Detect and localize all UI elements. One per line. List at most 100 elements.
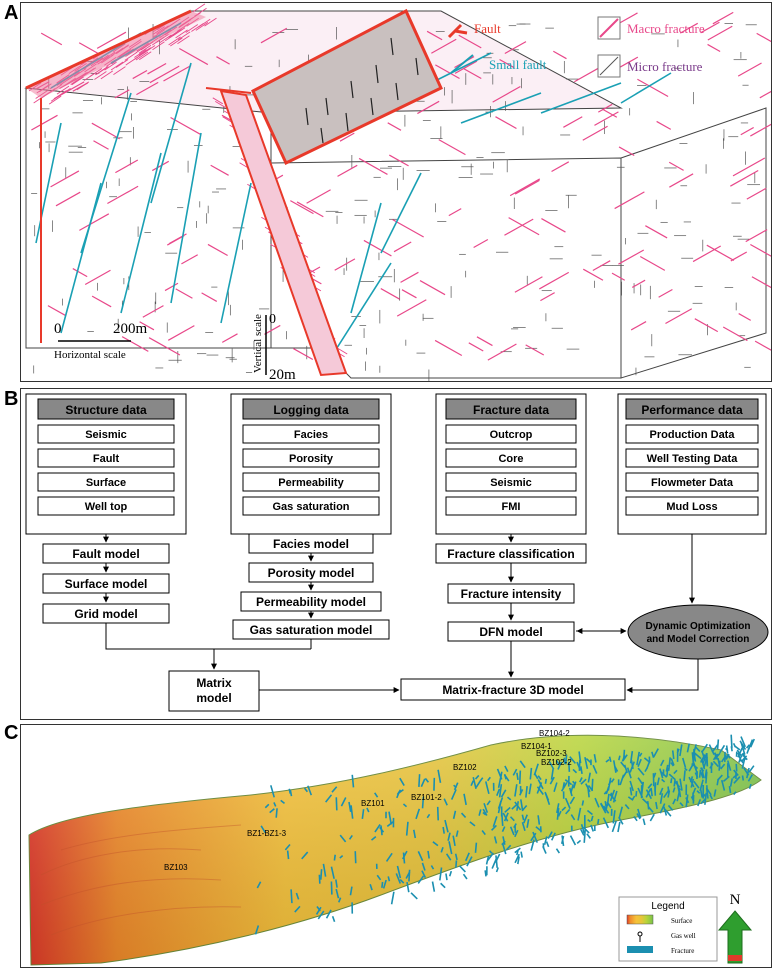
- fracture-glyph: [428, 851, 429, 859]
- fracture-glyph: [582, 800, 583, 805]
- fracture-item-fmi: FMI: [502, 501, 521, 513]
- fracture-glyph: [419, 774, 420, 787]
- fracture-glyph: [334, 855, 335, 861]
- fracture-glyph: [460, 866, 466, 872]
- macro-fracture: [738, 63, 761, 76]
- fracture-glyph: [648, 801, 649, 809]
- macro-fracture: [708, 44, 721, 51]
- dynamic-optimization-ellipse: [628, 605, 768, 659]
- panel-b-frame: Structure data Seismic Fault Surface Wel…: [20, 388, 772, 720]
- fracture-glyph: [619, 756, 620, 761]
- fracture-glyph: [530, 768, 531, 779]
- workflow-flowchart: Structure data Seismic Fault Surface Wel…: [21, 389, 771, 719]
- macro-fracture: [388, 123, 401, 130]
- fracture-glyph: [749, 766, 754, 773]
- panel-a-frame: Fault Small fault Macro fracture Micro f…: [20, 2, 772, 382]
- grid-model: Grid model: [74, 607, 137, 621]
- dfn-model: DFN model: [479, 625, 542, 639]
- macro-fracture: [602, 109, 616, 117]
- well-bz101-2: BZ101-2: [411, 793, 442, 802]
- performance-item-well-testing: Well Testing Data: [647, 453, 739, 465]
- fracture-item-core: Core: [498, 453, 523, 465]
- macro-fracture: [583, 126, 608, 140]
- fracture-glyph: [556, 849, 559, 853]
- fracture-glyph: [496, 855, 497, 867]
- legend-micro-fracture-label: Micro fracture: [627, 59, 703, 74]
- fracture-glyph: [729, 786, 730, 793]
- north-arrow: N: [719, 892, 751, 963]
- structure-item-well-top: Well top: [85, 501, 128, 513]
- structure-item-surface: Surface: [86, 477, 126, 489]
- fracture-glyph: [717, 779, 718, 785]
- well-bz102: BZ102: [453, 763, 477, 772]
- fracture-glyph: [643, 819, 645, 825]
- legend-macro-fracture-label: Macro fracture: [627, 21, 705, 36]
- fracture-item-seismic: Seismic: [490, 477, 532, 489]
- block-right-side-face: [621, 108, 766, 378]
- fracture-glyph: [706, 772, 707, 784]
- fracture-glyph: [441, 883, 445, 887]
- macro-fracture: [708, 26, 732, 40]
- fracture-glyph: [650, 814, 654, 821]
- well-bz104-2: BZ104-2: [539, 729, 570, 738]
- logging-item-permeability: Permeability: [278, 477, 344, 489]
- optimization-line-2: and Model Correction: [647, 634, 750, 645]
- fracture-item-outcrop: Outcrop: [490, 429, 533, 441]
- fracture-glyph: [450, 871, 452, 876]
- macro-fracture: [293, 349, 312, 360]
- logging-data-header: Logging data: [273, 403, 349, 417]
- structure-data-header: Structure data: [65, 403, 147, 417]
- legend-c: Legend Surface Gas well Fracture: [619, 897, 717, 961]
- well-bz102-3: BZ102-3: [536, 749, 567, 758]
- macro-fracture: [657, 121, 671, 129]
- fracture-glyph: [598, 819, 599, 824]
- fracture-glyph: [587, 834, 590, 839]
- legend-c-surface: Surface: [671, 917, 692, 925]
- hscale-zero: 0: [54, 321, 62, 337]
- panel-c-frame: BZ104-2 BZ104-1 BZ102-3 BZ102-2 BZ102 BZ…: [20, 724, 772, 968]
- fracture-glyph: [520, 771, 521, 784]
- fracture-glyph: [517, 773, 518, 780]
- macro-fracture: [619, 147, 634, 156]
- porosity-model: Porosity model: [268, 566, 355, 580]
- macro-fracture: [637, 79, 668, 96]
- panel-a-letter: A: [4, 2, 18, 25]
- logging-item-gas-saturation: Gas saturation: [272, 501, 349, 513]
- fracture-glyph: [618, 822, 620, 832]
- macro-fracture: [439, 140, 466, 155]
- surface-legend-swatch: [627, 915, 653, 924]
- structure-item-fault: Fault: [93, 453, 120, 465]
- legend-c-fracture: Fracture: [671, 947, 694, 955]
- surface-model: Surface model: [65, 577, 148, 591]
- logging-item-porosity: Porosity: [289, 453, 334, 465]
- matrix-model-line-1: Matrix: [196, 676, 232, 690]
- 3d-fracture-model-view: BZ104-2 BZ104-1 BZ102-3 BZ102-2 BZ102 BZ…: [21, 725, 771, 967]
- fault-model: Fault model: [72, 547, 139, 561]
- permeability-model: Permeability model: [256, 595, 366, 609]
- fracture-legend-swatch: [627, 946, 653, 953]
- fracture-glyph: [743, 775, 744, 780]
- fracture-glyph: [700, 770, 701, 778]
- fracture-glyph: [333, 916, 335, 921]
- fracture-glyph: [475, 843, 476, 853]
- fracture-glyph: [487, 856, 489, 864]
- fracture-glyph: [433, 882, 435, 892]
- fracture-glyph: [485, 870, 486, 876]
- fracture-glyph: [446, 873, 447, 880]
- fracture-glyph: [502, 813, 503, 826]
- fracture-glyph: [684, 770, 685, 781]
- fracture-glyph: [388, 876, 389, 881]
- fracture-glyph: [463, 874, 466, 879]
- fracture-block-diagram: Fault Small fault Macro fracture Micro f…: [21, 3, 771, 381]
- legend-c-gas-well: Gas well: [671, 932, 696, 940]
- logging-item-facies: Facies: [294, 429, 328, 441]
- fracture-glyph: [547, 842, 549, 847]
- vscale-zero: 0: [269, 312, 276, 327]
- macro-fracture: [755, 341, 771, 354]
- fracture-glyph: [636, 791, 637, 796]
- flow-arrows: [106, 534, 698, 690]
- fracture-glyph: [673, 750, 674, 759]
- fracture-glyph: [671, 778, 672, 783]
- fracture-glyph: [497, 868, 499, 872]
- vscale-max: 20m: [269, 367, 296, 381]
